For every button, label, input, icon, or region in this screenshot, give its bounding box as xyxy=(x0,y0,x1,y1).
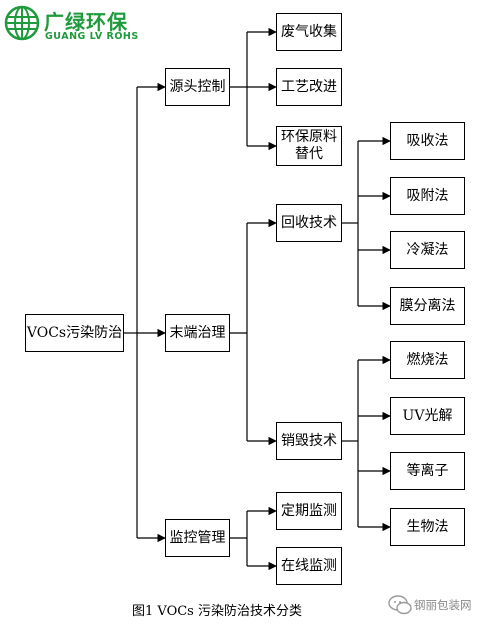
node-process-improvement: 工艺改进 xyxy=(276,68,342,106)
node-online-monitoring: 在线监测 xyxy=(276,547,342,585)
brand-logo: 广绿环保 GUANG LV ROHS xyxy=(4,4,164,46)
node-biological: 生物法 xyxy=(390,508,465,546)
wechat-icon xyxy=(388,595,412,615)
node-end-treatment: 末端治理 xyxy=(165,314,230,352)
watermark: 钢丽包装网 xyxy=(388,592,488,620)
node-recovery-tech: 回收技术 xyxy=(276,204,342,242)
node-destruction-tech: 销毁技术 xyxy=(276,422,342,460)
brand-subtitle: GUANG LV ROHS xyxy=(45,31,139,42)
node-periodic-monitoring: 定期监测 xyxy=(276,492,342,530)
node-plasma: 等离子 xyxy=(390,452,465,490)
node-combustion: 燃烧法 xyxy=(390,341,465,379)
node-uv-photolysis: UV光解 xyxy=(390,397,465,435)
node-source-control: 源头控制 xyxy=(165,68,230,106)
globe-icon xyxy=(4,5,40,41)
node-root: VOCs污染防治 xyxy=(25,314,124,352)
node-exhaust-collection: 废气收集 xyxy=(276,13,342,51)
node-condensation: 冷凝法 xyxy=(390,231,465,269)
node-adsorption: 吸附法 xyxy=(390,177,465,215)
node-absorption: 吸收法 xyxy=(390,122,465,160)
node-membrane-separation: 膜分离法 xyxy=(390,287,465,325)
brand-name: 广绿环保 xyxy=(44,10,128,34)
figure-caption: 图1 VOCs 污染防治技术分类 xyxy=(132,604,302,619)
node-monitoring: 监控管理 xyxy=(165,519,230,557)
watermark-text: 钢丽包装网 xyxy=(414,598,472,612)
node-green-material-substitution: 环保原料 替代 xyxy=(276,126,342,166)
